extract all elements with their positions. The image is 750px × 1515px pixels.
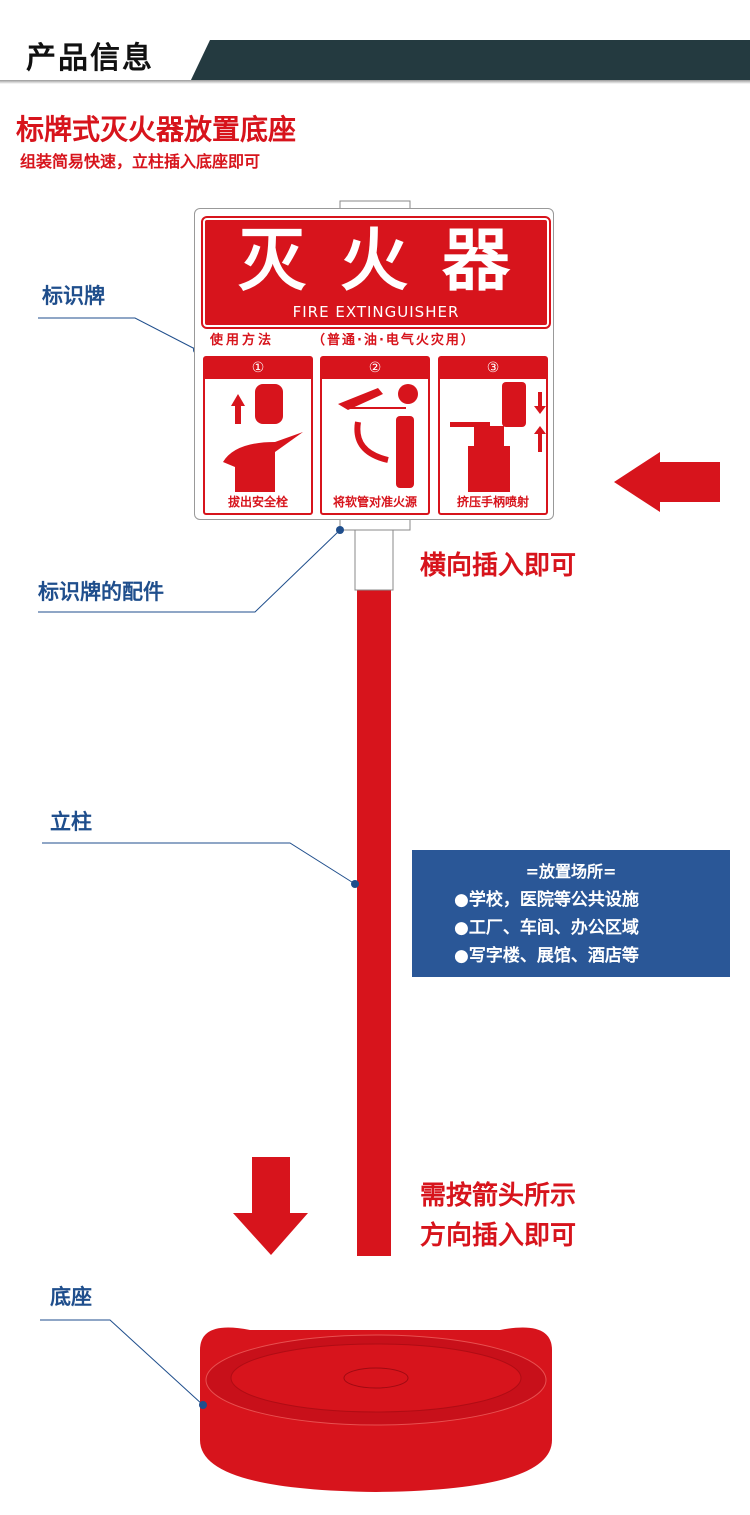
down-arrow-icon — [233, 1157, 308, 1255]
note-arrow-line1: 需按箭头所示 — [420, 1181, 577, 1211]
squeeze-handle-icon — [450, 382, 546, 492]
place-item: ●学校，医院等公共设施 — [454, 890, 639, 910]
product-subtitle: 组装简易快速，立柱插入底座即可 — [20, 152, 261, 171]
places-box: =放置场所= ●学校，医院等公共设施 ●工厂、车间、办公区域 ●写字楼、展馆、酒… — [412, 850, 730, 977]
step-caption: 拔出安全栓 — [227, 495, 288, 509]
step-panel-3: ③ 挤压手柄喷射 — [438, 356, 548, 515]
left-arrow-icon — [614, 452, 720, 512]
label-pole: 立柱 — [50, 810, 92, 834]
aim-hose-icon — [338, 384, 418, 488]
note-horizontal: 横向插入即可 — [420, 551, 577, 581]
label-base: 底座 — [50, 1285, 92, 1309]
place-item: ●写字楼、展馆、酒店等 — [454, 946, 639, 966]
step-caption: 将软管对准火源 — [332, 495, 417, 509]
step-panel-1: ① 拔出安全栓 — [203, 356, 313, 515]
places-title: =放置场所= — [525, 862, 617, 881]
pole — [357, 588, 391, 1256]
place-item: ●工厂、车间、办公区域 — [454, 918, 639, 938]
product-title: 标牌式灭火器放置底座 — [16, 113, 297, 146]
step-panel-2: ② 将软管对准火源 — [320, 356, 430, 515]
header-shadow — [0, 80, 750, 84]
sign-header — [201, 216, 551, 329]
header-bar — [190, 40, 750, 82]
step-caption: 挤压手柄喷射 — [456, 495, 529, 509]
note-arrow-line2: 方向插入即可 — [420, 1221, 577, 1251]
step-number: ② — [322, 358, 428, 379]
usage-scope: （普通·油·电气火灾用） — [312, 333, 476, 348]
label-sign: 标识牌 — [42, 284, 105, 308]
usage-label: 使用方法 — [210, 333, 275, 348]
sign-title: 灭火器 — [237, 222, 544, 301]
label-fitting: 标识牌的配件 — [38, 580, 164, 604]
sleeve — [354, 529, 394, 591]
step-number: ③ — [440, 358, 546, 379]
sign-subtitle: FIRE EXTINGUISHER — [292, 303, 460, 321]
step-number: ① — [205, 358, 311, 379]
pull-pin-icon — [223, 384, 303, 492]
header-title: 产品信息 — [26, 41, 154, 76]
base — [200, 1327, 552, 1492]
